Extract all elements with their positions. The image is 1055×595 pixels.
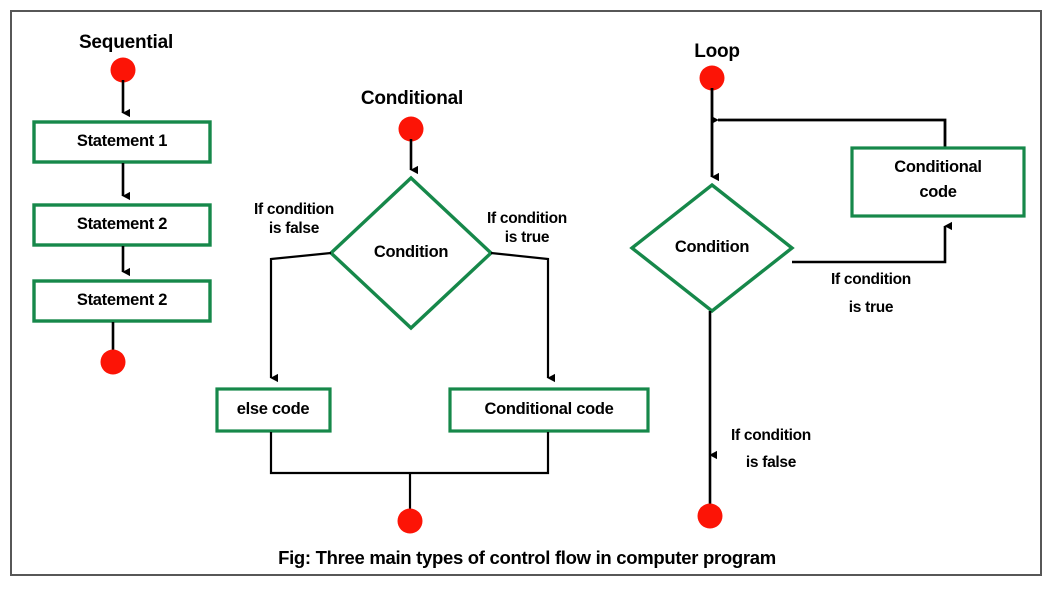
cond-edge-false-label-line2: is false — [268, 220, 320, 237]
panel-title-conditional: Conditional — [360, 88, 464, 109]
cond-box-else-label: else code — [236, 400, 310, 418]
figure-caption: Fig: Three main types of control flow in… — [278, 547, 776, 568]
loop-edge-true-label-line1: If condition — [831, 271, 911, 288]
cond-edge-false — [269, 251, 332, 383]
cond-start-terminator — [398, 116, 424, 142]
loop-edge-true-label-line2: is true — [848, 299, 894, 316]
panel-conditional — [215, 116, 650, 534]
loop-diamond-shape — [629, 182, 795, 314]
loop-end-terminator — [697, 503, 723, 529]
seq-box-stmt1-label: Statement 1 — [76, 132, 168, 150]
loop-edge-back — [710, 115, 947, 155]
panel-loop — [629, 65, 1026, 529]
seq-box-stmt2 — [32, 203, 212, 247]
cond-diamond-label: Condition — [373, 243, 449, 261]
seq-end-terminator — [100, 349, 126, 375]
loop-box-body — [850, 146, 1026, 218]
seq-start-terminator — [110, 57, 136, 83]
cond-edge-true — [490, 251, 555, 383]
loop-edge-false-label-line1: If condition — [731, 427, 811, 444]
loop-edge-false-label-line2: is false — [745, 454, 797, 471]
cond-box-then-label: Conditional code — [484, 400, 614, 418]
cond-edge-true-label-line2: is true — [504, 229, 550, 246]
cond-edge-false-label-line1: If condition — [254, 201, 334, 218]
loop-start-terminator — [699, 65, 725, 91]
seq-box-stmt2-label: Statement 2 — [76, 215, 168, 233]
seq-box-stmt1 — [32, 120, 212, 164]
loop-box-body-label-line2: code — [919, 183, 957, 201]
panel-sequential — [32, 57, 212, 375]
cond-box-then — [448, 387, 650, 433]
cond-end-terminator — [397, 508, 423, 534]
loop-edge-true — [792, 221, 953, 264]
loop-box-body-label-line1: Conditional — [894, 158, 982, 176]
panel-title-sequential: Sequential — [78, 32, 174, 53]
panel-title-loop: Loop — [694, 41, 740, 62]
loop-diamond-label: Condition — [674, 238, 750, 256]
cond-edge-true-label-line1: If condition — [487, 210, 567, 227]
seq-box-stmt3-label: Statement 2 — [76, 291, 168, 309]
cond-box-else — [215, 387, 332, 433]
cond-diamond-shape — [328, 175, 494, 331]
cond-edge-merge — [269, 432, 550, 475]
seq-box-stmt3 — [32, 279, 212, 323]
